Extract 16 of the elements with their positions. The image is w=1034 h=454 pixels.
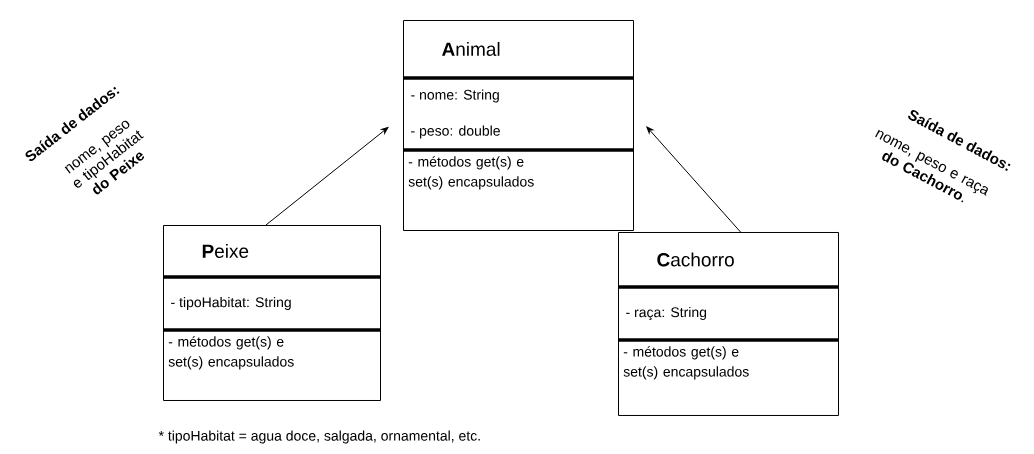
class-name: Peixe (202, 244, 249, 258)
attribute-text: - raça: String (626, 306, 707, 321)
class-box (163, 225, 381, 401)
arrow (646, 126, 741, 233)
method-text: - métodos get(s) e set(s) encapsulados (168, 336, 294, 370)
class-box (618, 232, 839, 416)
method-text: - métodos get(s) e set(s) encapsulados (623, 346, 749, 380)
method-text: - métodos get(s) e set(s) encapsulados (408, 156, 534, 190)
attribute-text: - peso: double (411, 125, 500, 139)
footnote-text: * tipoHabitat = agua doce, salgada, ornamental, etc. (158, 430, 480, 444)
attribute-text: - nome: String (411, 89, 499, 103)
arrow (265, 127, 389, 226)
class-box (403, 20, 634, 231)
attribute-text: - tipoHabitat: String (171, 296, 291, 310)
class-name: Cachorro (657, 252, 734, 267)
class-name: Animal (442, 42, 500, 56)
